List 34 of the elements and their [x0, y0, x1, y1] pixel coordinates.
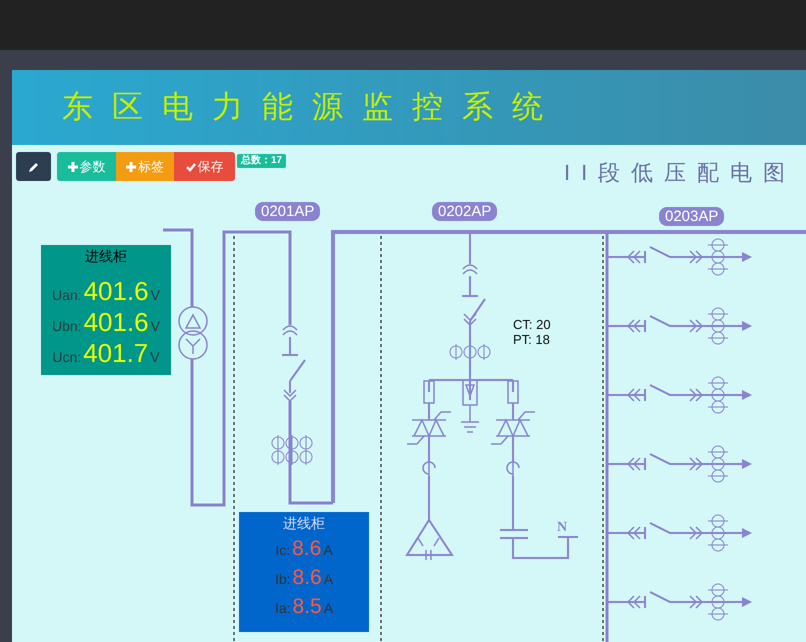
- reading-value: 401.6: [84, 307, 149, 338]
- unit-label: V: [150, 349, 160, 365]
- add-tag-button: 标签: [116, 152, 174, 181]
- diagram-subtitle: II段低压配电图: [564, 159, 796, 187]
- cabinet-tag: 0202AP: [432, 202, 498, 221]
- reading-label: Ic:: [275, 542, 290, 558]
- reading-value: 401.7: [83, 338, 148, 369]
- reading-value: 8.6: [292, 566, 322, 590]
- save-button: 保存: [174, 152, 235, 181]
- add-parameter-button: 参数: [57, 152, 116, 181]
- count-badge: 总数：17: [237, 154, 286, 168]
- reading-value: 401.6: [84, 276, 149, 307]
- unit-label: A: [323, 542, 333, 558]
- panel-title: 进线柜: [84, 247, 128, 266]
- reading-label: Ucn:: [52, 349, 82, 365]
- neutral-label: N: [557, 520, 568, 536]
- reading-value: 8.5: [292, 595, 322, 619]
- reading-label: Ubn:: [52, 318, 82, 334]
- cabinet-tag: 0201AP: [255, 202, 320, 221]
- ct-ratio-text: CT: 20: [513, 317, 551, 332]
- voltage-readout-panel: [41, 245, 171, 375]
- unit-label: V: [150, 318, 160, 334]
- current-readout-panel: [239, 512, 369, 632]
- panel-title: 进线柜: [282, 514, 326, 533]
- reading-label: Ia:: [274, 600, 291, 616]
- unit-label: A: [324, 600, 334, 616]
- pt-ratio-text: PT: 18: [513, 332, 550, 347]
- reading-value: 8.6: [292, 537, 322, 561]
- unit-label: A: [324, 571, 334, 587]
- page-title: 东区电力能源监控系统: [62, 88, 562, 126]
- reading-label: Uan:: [52, 287, 82, 303]
- unit-label: V: [150, 287, 160, 303]
- cabinet-tag: 0203AP: [659, 207, 724, 226]
- reading-label: Ib:: [274, 571, 291, 587]
